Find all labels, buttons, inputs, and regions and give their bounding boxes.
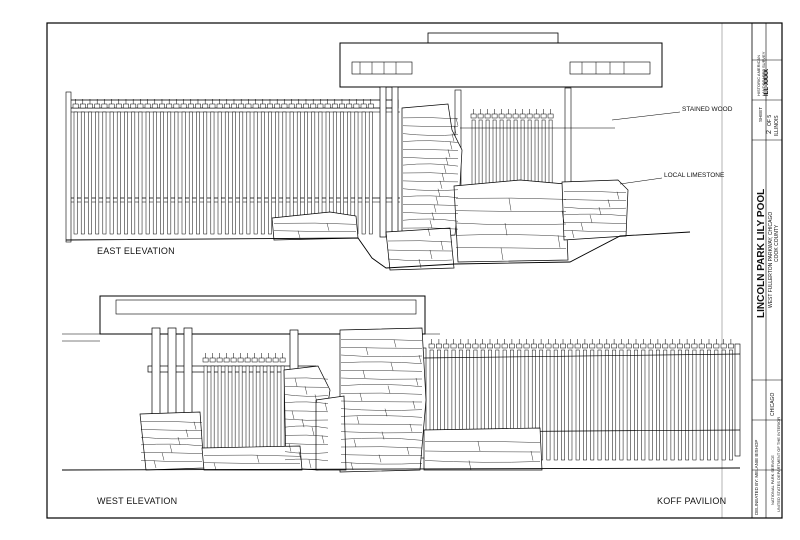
department-line-1: UNITED STATES DEPARTMENT OF THE INTERIOR (776, 416, 781, 512)
project-title: LINCOLN PARK LILY POOL (756, 188, 767, 318)
sheet-label: SHEET (758, 106, 763, 122)
sheet-of: OF 5 (767, 114, 773, 126)
city-label: CHICAGO (770, 392, 776, 416)
east-elevation-drawing (65, 32, 691, 271)
sheet-border (46, 22, 783, 519)
koff-pavilion-label: KOFF PAVILION (657, 496, 727, 506)
delineated-by: DELINEATED BY: MELANIE BISHOP (754, 439, 759, 515)
east-elevation-label: EAST ELEVATION (97, 246, 175, 256)
department-line-2: NATIONAL PARK SERVICE (770, 455, 775, 505)
agency-line-2: LANDSCAPES SURVEY (761, 51, 766, 96)
callout-local-limestone: LOCAL LIMESTONE (664, 172, 725, 179)
west-elevation-drawing (61, 295, 741, 473)
county-label: COOK COUNTY (774, 224, 780, 262)
callout-stained-wood: STAINED WOOD (682, 106, 733, 113)
sheet-number: 2 (766, 130, 773, 134)
state-label: ILLINOIS (774, 115, 780, 136)
west-elevation-label: WEST ELEVATION (97, 496, 178, 506)
